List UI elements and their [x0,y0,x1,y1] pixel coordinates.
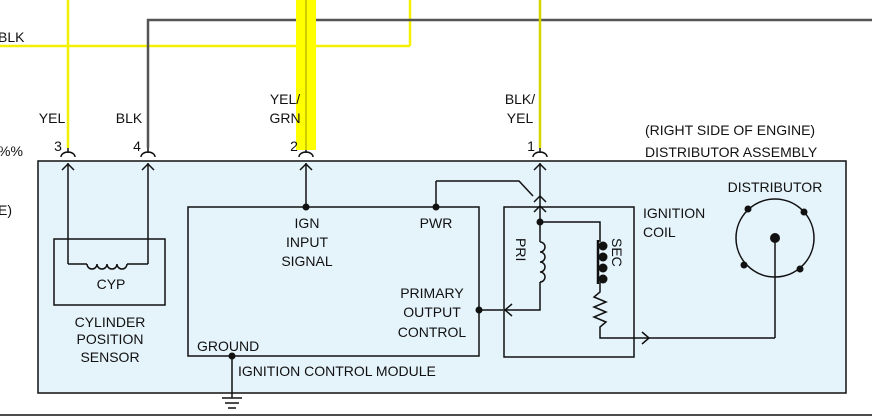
secondary-winding [596,240,608,284]
left-edge-label-2: E) [0,202,12,218]
junction-dots [228,203,483,360]
wire-label-blk-yel-1: BLK/ [505,91,535,107]
distributor-label: DISTRIBUTOR [728,179,823,195]
wire-label-blk-yel-2: YEL [507,110,534,126]
cylinder-position-sensor [53,162,166,306]
ignition-coil-box [503,206,635,358]
pin-number-2: 2 [290,138,298,154]
ignition-control-module-wiring [222,162,534,409]
coil-junction-dot [536,218,544,226]
icm-name-label: IGNITION CONTROL MODULE [238,363,436,379]
pin-number-3: 3 [54,138,62,154]
ignition-control-module-box [187,206,480,357]
left-edge-label-1: %% [0,143,23,159]
location-label: (RIGHT SIDE OF ENGINE) [645,122,815,138]
coil-label-1: IGNITION [643,205,705,221]
icm-ign-label-2: INPUT [286,234,328,250]
icm-primary-label-2: OUTPUT [403,304,461,320]
sensor-label-line2: POSITION [77,331,144,347]
icm-pwr-label: PWR [420,215,453,231]
assembly-label: DISTRIBUTOR ASSEMBLY [645,144,818,160]
top-wire-label: BLK [0,29,25,45]
icm-ign-label-1: IGN [295,215,320,231]
connector-pins [60,148,548,158]
sensor-label-line1: CYLINDER [75,314,146,330]
wire-label-yel-grn-2: GRN [269,110,300,126]
icm-ground-label: GROUND [197,338,259,354]
cyp-label: CYP [97,276,126,292]
pin-number-4: 4 [133,138,141,154]
sensor-label-line3: SENSOR [80,349,139,365]
wire-label-blk: BLK [116,110,143,126]
icm-primary-label-1: PRIMARY [400,285,464,301]
pri-label: PRI [513,238,529,261]
top-wires [0,0,872,150]
distributor-cap [735,198,815,278]
pin-number-1: 1 [527,138,535,154]
wire-label-yel-grn-1: YEL/ [270,91,300,107]
coil-label-2: COIL [643,224,676,240]
ignition-coil-wiring [503,162,776,345]
icm-ign-label-3: SIGNAL [281,253,333,269]
wire-label-yel: YEL [39,110,66,126]
sec-label: SEC [609,238,625,267]
icm-primary-label-3: CONTROL [398,324,467,340]
